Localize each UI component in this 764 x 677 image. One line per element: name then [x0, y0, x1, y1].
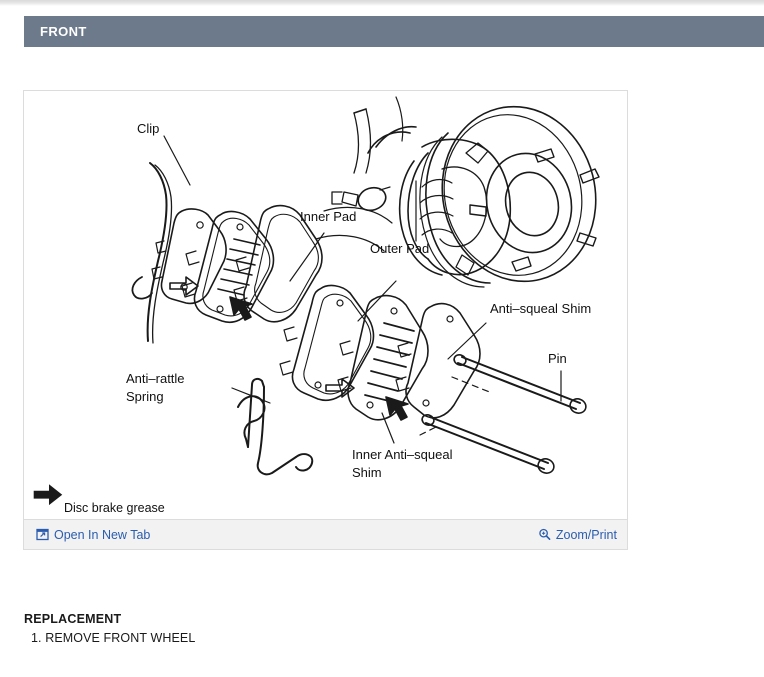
svg-text:Inner Anti–squeal: Inner Anti–squeal — [352, 447, 453, 462]
label-clip: Clip — [137, 121, 159, 136]
label-pin: Pin — [548, 351, 567, 366]
figure-footer: Open In New Tab Zoom/Print — [24, 519, 627, 549]
label-anti-rattle-spring: Anti–rattle Spring — [126, 371, 185, 404]
inner-pad-shim — [233, 204, 323, 323]
anti-squeal-shim-part — [395, 302, 481, 419]
svg-text:Shim: Shim — [352, 465, 382, 480]
grease-marks-inner — [169, 276, 253, 321]
figure-panel: Clip Inner Pad Outer Pad Anti–squeal Shi… — [23, 90, 628, 550]
dashed-leader-lines — [419, 376, 493, 436]
replacement-section: REPLACEMENT 1. REMOVE FRONT WHEEL — [24, 612, 524, 645]
outer-pad-part — [279, 284, 375, 401]
label-inner-pad: Inner Pad — [300, 209, 356, 224]
leader-lines — [163, 135, 562, 444]
open-in-new-tab-label: Open In New Tab — [54, 527, 151, 542]
zoom-print-link[interactable]: Zoom/Print — [538, 528, 617, 542]
open-in-new-tab-link[interactable]: Open In New Tab — [36, 528, 150, 542]
section-header-bar: FRONT — [24, 16, 764, 47]
section-header-title: FRONT — [40, 24, 87, 39]
magnifier-icon — [539, 528, 551, 540]
page-top-edge — [0, 0, 764, 6]
legend-label: Disc brake grease — [64, 501, 165, 515]
label-outer-pad: Outer Pad — [370, 241, 429, 256]
zoom-print-label: Zoom/Print — [555, 527, 617, 542]
svg-text:Anti–rattle: Anti–rattle — [126, 371, 185, 386]
pin-parts — [421, 354, 587, 474]
label-anti-squeal-shim: Anti–squeal Shim — [490, 301, 591, 316]
caliper-rotor-assembly — [315, 96, 600, 288]
grease-arrow-icon — [33, 484, 63, 506]
clip-part — [131, 162, 173, 344]
brake-assembly-diagram: Clip Inner Pad Outer Pad Anti–squeal Shi… — [24, 91, 627, 519]
anti-rattle-spring-part — [237, 377, 314, 476]
figure-image-area[interactable]: Clip Inner Pad Outer Pad Anti–squeal Shi… — [24, 91, 627, 519]
replacement-heading: REPLACEMENT — [24, 612, 122, 626]
figure-legend: Disc brake grease — [33, 484, 165, 515]
grease-marks-outer — [325, 378, 409, 421]
svg-text:Spring: Spring — [126, 389, 164, 404]
label-inner-anti-squeal-shim: Inner Anti–squeal Shim — [352, 447, 453, 480]
replacement-step-1: 1. REMOVE FRONT WHEEL — [31, 631, 196, 645]
external-window-icon — [36, 528, 49, 541]
